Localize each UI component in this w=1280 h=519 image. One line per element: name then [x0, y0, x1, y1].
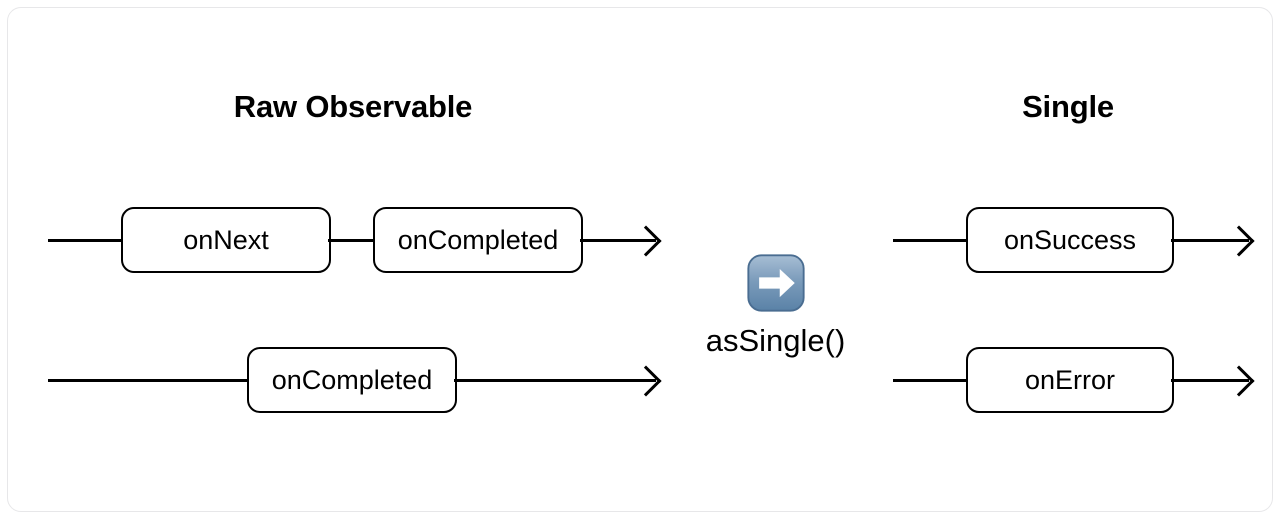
stream-line-segment — [893, 239, 971, 242]
right-arrow-emoji-icon — [746, 254, 805, 312]
node-label: onNext — [183, 224, 269, 255]
diagram-card: Raw Observable Single onNext onCompleted… — [7, 7, 1273, 512]
operator-label: asSingle() — [705, 323, 846, 358]
stream-line-segment — [454, 379, 656, 382]
arrow-head-icon — [630, 365, 662, 397]
node-box-oncompleted: onCompleted — [247, 347, 457, 413]
column-title-raw-observable: Raw Observable — [233, 89, 473, 124]
arrow-head-icon — [1223, 365, 1255, 397]
operator-group: asSingle() — [668, 253, 883, 359]
node-label: onError — [1024, 364, 1116, 395]
node-label: onSuccess — [1003, 224, 1137, 255]
node-label: onCompleted — [271, 364, 433, 395]
stream-line-segment — [328, 239, 376, 242]
node-box-oncompleted: onCompleted — [373, 207, 583, 273]
stream-line-segment — [580, 239, 656, 242]
column-title-single: Single — [1022, 89, 1114, 124]
node-box-onnext: onNext — [121, 207, 331, 273]
stream-line-segment — [48, 239, 126, 242]
stream-line-segment — [1171, 239, 1249, 242]
stream-line-segment — [1171, 379, 1249, 382]
arrow-head-icon — [1223, 225, 1255, 257]
node-label: onCompleted — [397, 224, 559, 255]
stream-line-segment — [893, 379, 971, 382]
node-box-onsuccess: onSuccess — [966, 207, 1174, 273]
stream-line-segment — [48, 379, 253, 382]
node-box-onerror: onError — [966, 347, 1174, 413]
arrow-head-icon — [630, 225, 662, 257]
